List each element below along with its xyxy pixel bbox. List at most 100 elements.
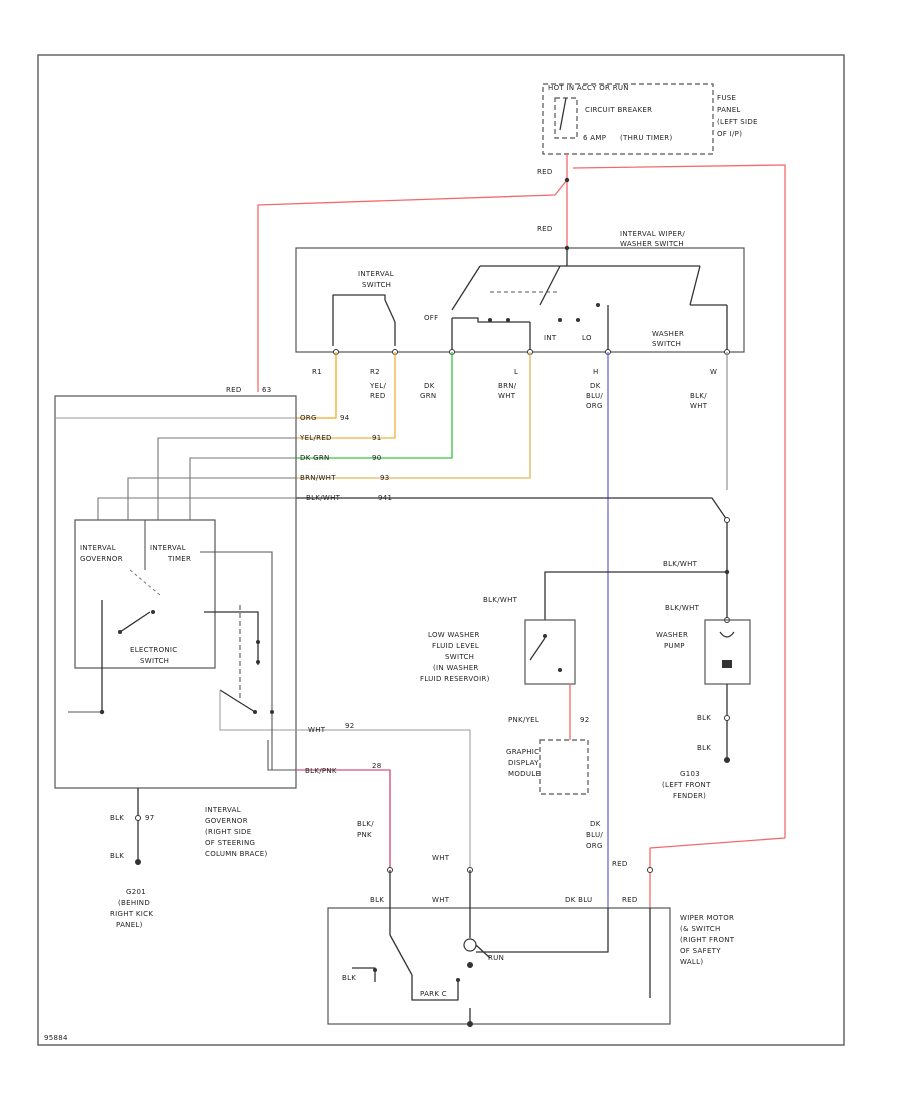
fuse-panel-line2: PANEL <box>717 106 741 114</box>
graphic-display-line3: MODULE <box>508 770 540 778</box>
blk-wht-low-label: BLK/WHT <box>483 596 518 604</box>
yel-red-label2: RED <box>370 392 386 400</box>
motor-dk-blu-label: DK BLU <box>565 896 592 904</box>
interval-governor-module: INTERVAL GOVERNOR INTERVAL TIMER ELECTRO… <box>54 395 471 870</box>
timer-label1: INTERVAL <box>150 544 186 552</box>
terminal-h: H <box>593 368 599 376</box>
pump-blk-label1: BLK <box>697 714 711 722</box>
blk-wht-pump2-label: BLK/WHT <box>665 604 700 612</box>
motor-caption4: OF SAFETY <box>680 947 721 955</box>
fuse-panel-line1: FUSE <box>717 94 736 102</box>
electronic-switch-label1: ELECTRONIC <box>130 646 177 654</box>
module-caption5: COLUMN BRACE) <box>205 850 268 858</box>
motor-blk2-label: BLK <box>342 974 356 982</box>
low-washer-line4: (IN WASHER <box>433 664 479 672</box>
row-grn-label: DK GRN <box>300 454 330 462</box>
circuit-97: 97 <box>145 814 155 822</box>
low-washer-line1: LOW WASHER <box>428 631 480 639</box>
breaker-note: (THRU TIMER) <box>620 134 672 142</box>
park-c-label: PARK C <box>420 990 447 998</box>
circuit-63: 63 <box>262 386 272 394</box>
washer-switch-label1: WASHER <box>652 330 684 338</box>
dk-grn-label1: DK <box>424 382 435 390</box>
g201-line4: PANEL) <box>116 921 143 929</box>
governor-label2: GOVERNOR <box>80 555 123 563</box>
blk-wht-w-label2: WHT <box>690 402 708 410</box>
blk-pnk-label1: BLK/ <box>357 820 374 828</box>
fuse-panel-line3: (LEFT SIDE <box>717 118 758 126</box>
graphic-display-line1: GRAPHIC <box>506 748 539 756</box>
switch-title2: WASHER SWITCH <box>620 240 684 248</box>
yel-red-label1: YEL/ <box>369 382 386 390</box>
breaker-amps: 6 AMP <box>583 134 606 142</box>
low-washer-line2: FLUID LEVEL <box>432 642 479 650</box>
dk-blu-org2-label3: ORG <box>586 842 603 850</box>
motor-caption3: (RIGHT FRONT <box>680 936 735 944</box>
g201-line1: G201 <box>126 888 146 896</box>
governor-label1: INTERVAL <box>80 544 116 552</box>
module-caption1: INTERVAL <box>205 806 241 814</box>
module-caption3: (RIGHT SIDE <box>205 828 251 836</box>
motor-red-label: RED <box>622 896 638 904</box>
motor-caption1: WIPER MOTOR <box>680 914 734 922</box>
wht-label-above: WHT <box>432 854 450 862</box>
interval-switch-label1: INTERVAL <box>358 270 394 278</box>
dk-blu-org-label1: DK <box>590 382 601 390</box>
blk-wht-pump-label: BLK/WHT <box>663 560 698 568</box>
blk-pnk-label2: PNK <box>357 831 372 839</box>
ground-g201: BLK 97 BLK G201 (BEHIND RIGHT KICK PANEL… <box>110 788 155 929</box>
row-brn-label: BRN/WHT <box>300 474 336 482</box>
circuit-94: 94 <box>340 414 350 422</box>
pump-blk-label2: BLK <box>697 744 711 752</box>
circuit-91: 91 <box>372 434 382 442</box>
g201-blk-label1: BLK <box>110 814 124 822</box>
circuit-93: 93 <box>380 474 390 482</box>
circuit-941: 941 <box>378 494 392 502</box>
int-label: INT <box>544 334 557 342</box>
dk-blu-org-label2: BLU/ <box>586 392 603 400</box>
motor-caption5: WALL) <box>680 958 703 966</box>
module-caption4: OF STEERING <box>205 839 255 847</box>
brn-wht-label2: WHT <box>498 392 516 400</box>
washer-pump-line1: WASHER <box>656 631 688 639</box>
breaker-label: CIRCUIT BREAKER <box>585 106 652 114</box>
red-label-switch: RED <box>537 225 553 233</box>
circuit-90: 90 <box>372 454 382 462</box>
fuse-panel-line4: OF I/P) <box>717 130 742 138</box>
pnk-yel-label: PNK/YEL <box>508 716 539 724</box>
wiper-motor: BLK WHT DK BLU RED RUN BLK PARK C <box>327 870 671 1027</box>
switch-terminals: R1 R2 L H W <box>312 349 730 376</box>
low-washer-line3: SWITCH <box>445 653 474 661</box>
row-blk-label: BLK/WHT <box>306 494 341 502</box>
g103-line1: G103 <box>680 770 700 778</box>
terminal-w: W <box>710 368 717 376</box>
timer-label2: TIMER <box>167 555 191 563</box>
motor-wht-label: WHT <box>432 896 450 904</box>
terminal-l: L <box>514 368 518 376</box>
electronic-switch-label2: SWITCH <box>140 657 169 665</box>
wht-label-module: WHT <box>308 726 326 734</box>
interval-switch-label2: SWITCH <box>362 281 391 289</box>
fuse-header: HOT IN ACCY OR RUN <box>548 84 629 92</box>
g201-blk-label2: BLK <box>110 852 124 860</box>
diagram-frame <box>37 54 845 1046</box>
g201-line3: RIGHT KICK <box>110 910 153 918</box>
circuit-28: 28 <box>372 762 382 770</box>
dk-blu-org2-label2: BLU/ <box>586 831 603 839</box>
motor-run-label: RUN <box>488 954 504 962</box>
dk-grn-label2: GRN <box>420 392 436 400</box>
g103-line3: FENDER) <box>673 792 706 800</box>
module-caption2: GOVERNOR <box>205 817 248 825</box>
off-label: OFF <box>424 314 438 322</box>
washer-pump: BLK/WHT WASHER PUMP BLK BLK G103 (LEFT F… <box>656 604 751 800</box>
graphic-display-line2: DISPLAY <box>508 759 539 767</box>
footer-code: 95884 <box>44 1034 68 1042</box>
washer-switch-label2: SWITCH <box>652 340 681 348</box>
washer-pump-line2: PUMP <box>664 642 685 650</box>
circuit-92-wht: 92 <box>345 722 355 730</box>
graphic-display-module: GRAPHIC DISPLAY MODULE <box>506 739 589 795</box>
motor-caption2: (& SWITCH <box>680 925 721 933</box>
wiper-washer-switch: INTERVAL WIPER/ WASHER SWITCH INTERVAL S… <box>295 230 745 353</box>
dk-blu-org2-label1: DK <box>590 820 601 828</box>
fuse-panel: HOT IN ACCY OR RUN CIRCUIT BREAKER 6 AMP… <box>542 83 758 155</box>
